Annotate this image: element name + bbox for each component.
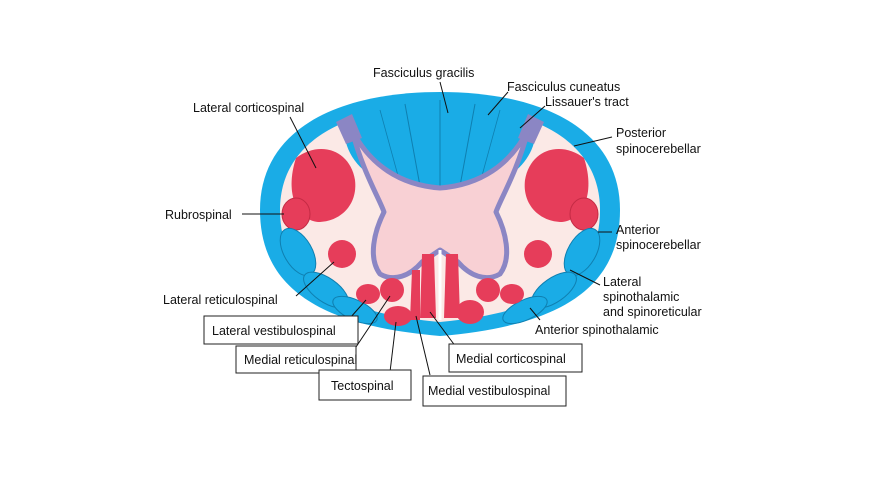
lateral-corticospinal-right (524, 149, 589, 222)
box-medial-vestibulospinal (422, 375, 567, 407)
label-lateral-vestibulospinal: Lateral vestibulospinal (212, 324, 336, 338)
lateral-vestibulospinal-left (356, 284, 380, 304)
label-posterior-spinocerebellar-2: spinocerebellar (616, 142, 701, 156)
label-lateral-spinothalamic-1: Lateral (603, 275, 641, 289)
label-lateral-spinothalamic-3: and spinoreticular (603, 305, 702, 319)
tectospinal-right (456, 300, 484, 324)
medial-reticulospinal-left (380, 278, 404, 302)
label-medial-corticospinal: Medial corticospinal (456, 352, 566, 366)
medial-vestibulospinal (410, 270, 420, 320)
medial-corticospinal-left (420, 254, 436, 318)
label-anterior-spinothalamic: Anterior spinothalamic (535, 323, 659, 337)
medial-corticospinal-right (444, 254, 460, 318)
label-posterior-spinocerebellar-1: Posterior (616, 126, 666, 140)
medial-reticulospinal-right (476, 278, 500, 302)
lateral-vestibulospinal-right (500, 284, 524, 304)
label-lateral-reticulospinal: Lateral reticulospinal (163, 293, 278, 307)
lateral-corticospinal-left (291, 149, 356, 222)
rubrospinal-right (569, 197, 599, 231)
label-lateral-spinothalamic-2: spinothalamic (603, 290, 679, 304)
label-medial-vestibulospinal: Medial vestibulospinal (428, 384, 550, 398)
label-fasciculus-gracilis: Fasciculus gracilis (373, 66, 474, 80)
label-rubrospinal: Rubrospinal (165, 208, 232, 222)
box-medial-reticulospinal (235, 345, 357, 374)
gray-matter (349, 127, 531, 280)
label-lissauers-tract: Lissauer's tract (545, 95, 629, 109)
label-lateral-corticospinal: Lateral corticospinal (193, 101, 304, 115)
box-lateral-vestibulospinal (203, 315, 359, 345)
lateral-reticulospinal-left (328, 240, 356, 268)
box-medial-corticospinal (448, 343, 583, 373)
label-anterior-spinocerebellar-1: Anterior (616, 223, 660, 237)
lateral-reticulospinal-right (524, 240, 552, 268)
tectospinal-left (384, 306, 412, 326)
box-tectospinal (318, 369, 412, 401)
label-tectospinal: Tectospinal (331, 379, 394, 393)
rubrospinal-left (281, 197, 311, 231)
label-medial-reticulospinal: Medial reticulospinal (244, 353, 357, 367)
label-anterior-spinocerebellar-2: spinocerebellar (616, 238, 701, 252)
label-fasciculus-cuneatus: Fasciculus cuneatus (507, 80, 620, 94)
anterior-spinothalamic-right (502, 295, 548, 325)
